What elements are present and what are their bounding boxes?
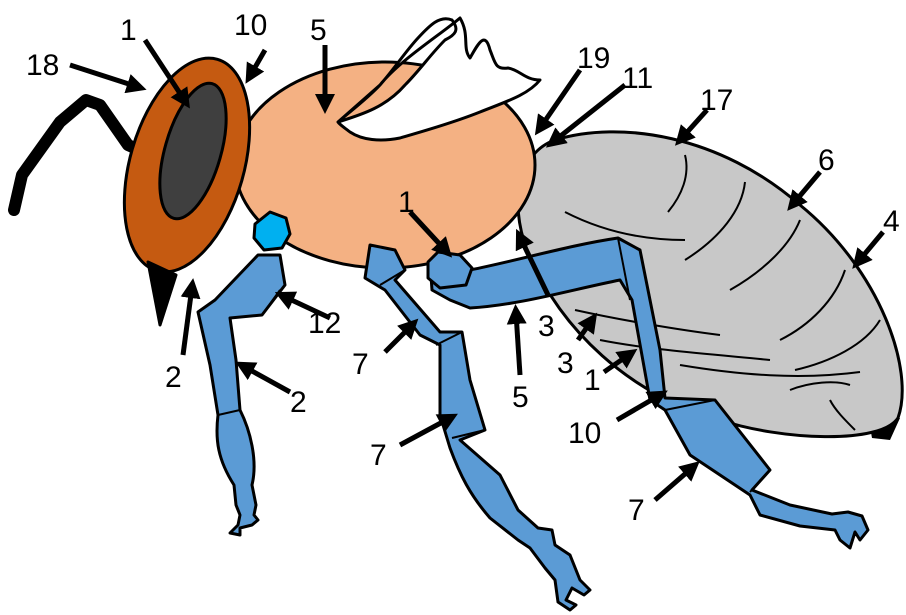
label-abdomen-under-a: 3 bbox=[557, 347, 574, 380]
label-neck-top: 10 bbox=[234, 9, 267, 42]
label-mouthpart: 2 bbox=[165, 361, 182, 394]
label-head-eye: 1 bbox=[120, 14, 137, 47]
label-front-coxa: 12 bbox=[308, 307, 341, 340]
hind-coxa bbox=[428, 252, 472, 288]
label-thorax-top: 5 bbox=[310, 14, 327, 47]
front-leg bbox=[198, 255, 285, 535]
label-head-capsule: 18 bbox=[26, 49, 59, 82]
label-hind-coxa: 1 bbox=[398, 186, 415, 219]
label-abdomen-rear: 4 bbox=[883, 205, 900, 238]
label-hind-leg-joint: 3 bbox=[538, 310, 555, 343]
label-abdomen-front: 11 bbox=[622, 62, 653, 95]
label-hind-leg-tibia: 10 bbox=[568, 417, 601, 450]
mandible bbox=[148, 262, 176, 325]
label-mid-leg-lower: 7 bbox=[370, 439, 387, 472]
label-thorax-bottom: 5 bbox=[512, 381, 529, 414]
label-abdomen-under-b: 1 bbox=[584, 364, 601, 397]
label-abdomen-segment: 6 bbox=[818, 144, 835, 177]
label-waist-top: 19 bbox=[577, 42, 610, 75]
label-mid-leg-upper: 7 bbox=[352, 348, 369, 381]
label-abdomen-top: 17 bbox=[700, 84, 733, 117]
label-front-leg: 2 bbox=[290, 386, 307, 419]
label-hind-leg-tarsus: 7 bbox=[628, 494, 645, 527]
